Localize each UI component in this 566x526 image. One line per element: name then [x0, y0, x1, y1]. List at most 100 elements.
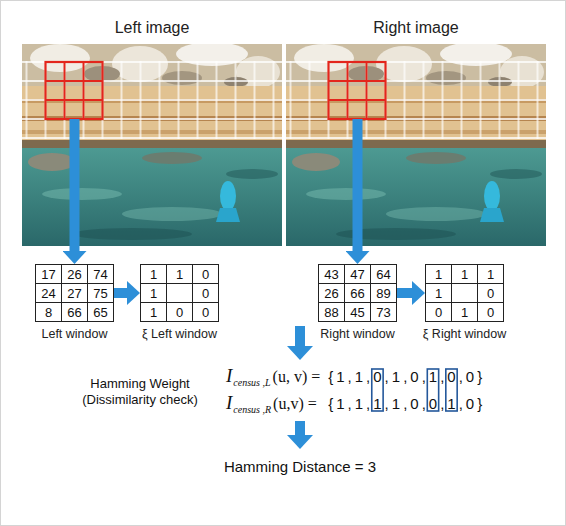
grid-cell: 0: [192, 264, 219, 284]
grid-cell: 64: [370, 264, 397, 284]
down-arrow: [295, 326, 305, 346]
pixel-value: 1: [150, 267, 157, 282]
window-caption: ξ Left window: [142, 327, 217, 342]
flow-arrow: [397, 288, 412, 298]
grid-cell: 75: [87, 283, 114, 303]
pixel-value: 64: [376, 267, 390, 282]
pixel-value: 1: [150, 286, 157, 301]
formula-subscript: census ,R: [233, 404, 271, 415]
red-window-frame: [329, 62, 386, 119]
pixel-value: 0: [487, 286, 494, 301]
grid-cell: [166, 283, 193, 303]
grid-cell: 1: [140, 283, 167, 303]
pixel-value: 1: [487, 267, 494, 282]
image-panel: Left image: [22, 18, 282, 246]
pixel-value: 1: [435, 267, 442, 282]
result-label: Hamming Distance = 3: [224, 457, 376, 476]
left-photo: [22, 42, 282, 246]
grid-cell: 1: [451, 302, 478, 322]
arrow-shaft: [70, 119, 80, 246]
pixel-value: 1: [461, 305, 468, 320]
grid-cell: 0: [166, 302, 193, 322]
down-arrow: [287, 435, 313, 449]
flow-arrow: [114, 288, 127, 298]
grid-cell: 89: [370, 283, 397, 303]
pixel-value: 43: [324, 267, 338, 282]
pixel-value: 66: [350, 286, 364, 301]
grid-cell: 1: [425, 283, 452, 303]
down-arrow: [287, 346, 313, 360]
pixel-window: 11110010ξ Right window: [425, 264, 504, 322]
grid-cell: 1: [140, 264, 167, 284]
grid-cell: 73: [370, 302, 397, 322]
right-photo: [286, 42, 546, 246]
red-window-frame: [46, 62, 103, 119]
grid-cell: 0: [477, 283, 504, 303]
pixel-window: 11010100ξ Left window: [140, 264, 219, 322]
image-panel: Right image: [286, 18, 546, 246]
pixel-value: 1: [461, 267, 468, 282]
pixel-value: 8: [45, 305, 52, 320]
pixel-value: 45: [350, 305, 364, 320]
grid-cell: 1: [140, 302, 167, 322]
grid-cell: 0: [192, 283, 219, 303]
grid-cell: 65: [87, 302, 114, 322]
grid-cell: 1: [425, 264, 452, 284]
pixel-grid: [22, 61, 282, 139]
window-caption: Left window: [41, 327, 107, 342]
grid-cell: 45: [344, 302, 371, 322]
grid-cell: 1: [451, 264, 478, 284]
pixel-value: 0: [435, 305, 442, 320]
pixel-value: 75: [93, 286, 107, 301]
formula-symbol: I: [226, 365, 232, 386]
pixel-value: 1: [435, 286, 442, 301]
right-photo: [286, 42, 546, 246]
grid-cell: 1: [166, 264, 193, 284]
grid-cell: 47: [344, 264, 371, 284]
pixel-value: 26: [67, 267, 81, 282]
bit-vector: {1,1,0,1,0,1,0,0}: [328, 366, 485, 388]
grid-cell: 27: [61, 283, 88, 303]
grid-cell: [451, 283, 478, 303]
section-label: Hamming Weight (Dissimilarity check): [70, 376, 210, 408]
pixel-window: 434764266689884573Right window: [318, 264, 397, 322]
image-title: Left image: [22, 18, 282, 37]
red-window-frame: [329, 62, 386, 119]
grid-cell: 26: [318, 283, 345, 303]
window-caption: ξ Right window: [423, 327, 506, 342]
grid-cell: 1: [477, 264, 504, 284]
pixel-value: 1: [150, 305, 157, 320]
pixel-value: 0: [202, 305, 209, 320]
left-photo: [22, 42, 282, 246]
down-arrow: [287, 421, 313, 449]
pixel-value: 65: [93, 305, 107, 320]
pixel-value: 88: [324, 305, 338, 320]
grid-cell: 17: [35, 264, 62, 284]
down-arrow: [295, 421, 305, 435]
window-caption: Right window: [320, 327, 394, 342]
grid-cell: 0: [425, 302, 452, 322]
pixel-value: 0: [176, 305, 183, 320]
pixel-value: 66: [67, 305, 81, 320]
grid-cell: 26: [61, 264, 88, 284]
grid-cell: 66: [61, 302, 88, 322]
grid-cell: 74: [87, 264, 114, 284]
pixel-value: 0: [202, 267, 209, 282]
flow-arrow: [353, 246, 363, 251]
arrow-shaft: [353, 119, 363, 246]
pixel-value: 74: [93, 267, 107, 282]
grid-cell: 43: [318, 264, 345, 284]
formula-row: Icensus ,L(u, v) ={1,1,0,1,0,1,0,0}: [226, 365, 485, 394]
flow-arrow: [70, 246, 80, 251]
pixel-grid: [286, 61, 546, 139]
formula-symbol: I: [226, 392, 232, 413]
pixel-value: 47: [350, 267, 364, 282]
grid-cell: 0: [477, 302, 504, 322]
formula-row: Icensus ,R(u,v) ={1,1,1,1,0,0,1,0}: [226, 392, 485, 421]
pixel-value: 73: [376, 305, 390, 320]
pixel-value: 24: [41, 286, 55, 301]
red-window-frame: [46, 62, 103, 119]
